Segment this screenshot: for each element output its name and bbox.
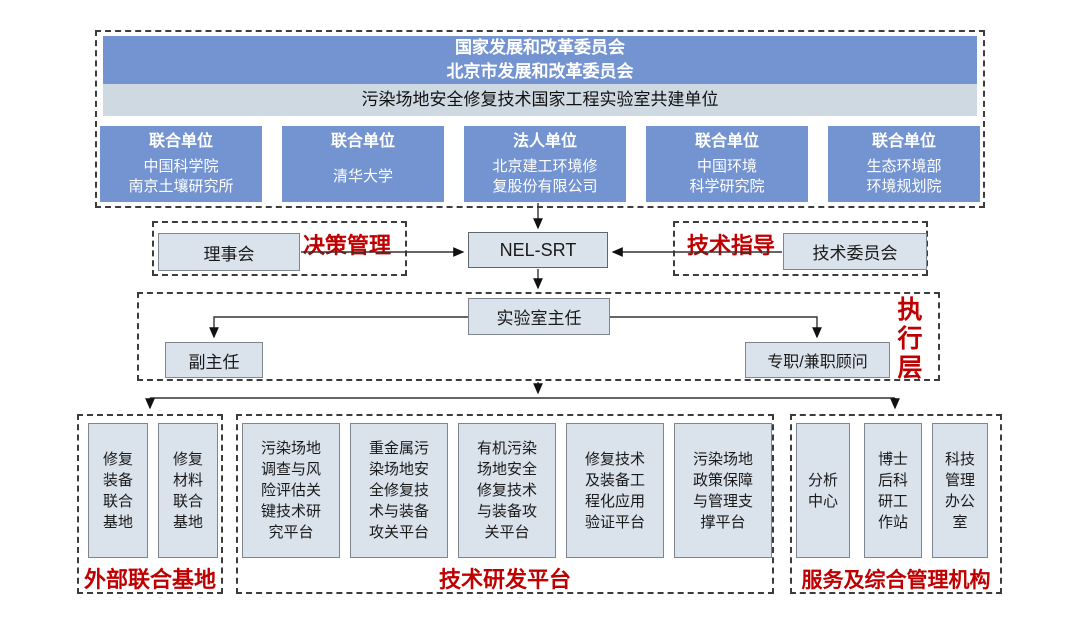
unit-box-legal-entity: 法人单位 北京建工环境修 复股份有限公司 bbox=[464, 126, 626, 202]
services-label: 服务及综合管理机构 bbox=[801, 569, 991, 592]
ndrc-header: 国家发展和改革委员会 北京市发展和改革委员会 bbox=[103, 36, 977, 84]
unit-role: 联合单位 bbox=[871, 133, 936, 150]
platform-box-organic: 有机污染 场地安全 修复技术 与装备攻 关平台 bbox=[458, 423, 556, 558]
unit-box-cas: 联合单位 中国科学院 南京土壤研究所 bbox=[100, 126, 262, 202]
services-section bbox=[790, 414, 1002, 594]
lab-director-box: 实验室主任 bbox=[468, 298, 610, 335]
technical-guidance-label: 技术指导 bbox=[687, 233, 776, 258]
council-box: 理事会 bbox=[158, 233, 300, 271]
unit-box-caep: 联合单位 生态环境部 环境规划院 bbox=[828, 126, 980, 202]
service-box-tech-office: 科技 管理 办公 室 bbox=[932, 423, 988, 558]
unit-role: 联合单位 bbox=[148, 133, 213, 150]
external-bases-section bbox=[77, 414, 223, 594]
platform-box-heavy-metal: 重金属污 染场地安 全修复技 术与装备 攻关平台 bbox=[350, 423, 448, 558]
executive-section bbox=[137, 292, 940, 381]
decision-management-section bbox=[152, 221, 407, 276]
service-box-postdoc-station: 博士 后科 研工 作站 bbox=[864, 423, 922, 558]
platforms-label: 技术研发平台 bbox=[438, 567, 571, 592]
unit-role: 联合单位 bbox=[694, 133, 759, 150]
unit-name: 中国环境 科学研究院 bbox=[689, 158, 765, 195]
nel-srt-box: NEL-SRT bbox=[468, 232, 608, 268]
deputy-director-box: 副主任 bbox=[165, 342, 263, 378]
unit-name: 生态环境部 环境规划院 bbox=[866, 158, 942, 195]
platform-box-policy: 污染场地 政策保障 与管理支 撑平台 bbox=[674, 423, 772, 558]
unit-box-tsinghua: 联合单位 清华大学 bbox=[282, 126, 444, 202]
advisors-box: 专职/兼职顾问 bbox=[745, 342, 890, 378]
unit-name: 清华大学 bbox=[332, 168, 393, 185]
committee-box: 技术委员会 bbox=[783, 233, 927, 270]
decision-management-label: 决策管理 bbox=[303, 233, 392, 258]
top-governing-section bbox=[95, 30, 985, 208]
base-box-equipment: 修复 装备 联合 基地 bbox=[88, 423, 148, 558]
technical-guidance-section bbox=[673, 221, 928, 276]
base-box-materials: 修复 材料 联合 基地 bbox=[158, 423, 218, 558]
unit-role: 联合单位 bbox=[330, 133, 395, 150]
lab-partners-bar: 污染场地安全修复技术国家工程实验室共建单位 bbox=[103, 84, 977, 116]
platform-box-site-survey: 污染场地 调查与风 险评估关 键技术研 究平台 bbox=[242, 423, 340, 558]
platform-box-engineering: 修复技术 及装备工 程化应用 验证平台 bbox=[566, 423, 664, 558]
unit-box-craes: 联合单位 中国环境 科学研究院 bbox=[646, 126, 808, 202]
platforms-section bbox=[236, 414, 774, 594]
executive-layer-label: 执行层 bbox=[894, 296, 922, 383]
service-box-analysis-center: 分析 中心 bbox=[796, 423, 850, 558]
unit-name: 北京建工环境修 复股份有限公司 bbox=[492, 158, 598, 195]
external-bases-label: 外部联合基地 bbox=[83, 567, 216, 592]
unit-name: 中国科学院 南京土壤研究所 bbox=[128, 158, 234, 195]
unit-role: 法人单位 bbox=[512, 133, 577, 150]
